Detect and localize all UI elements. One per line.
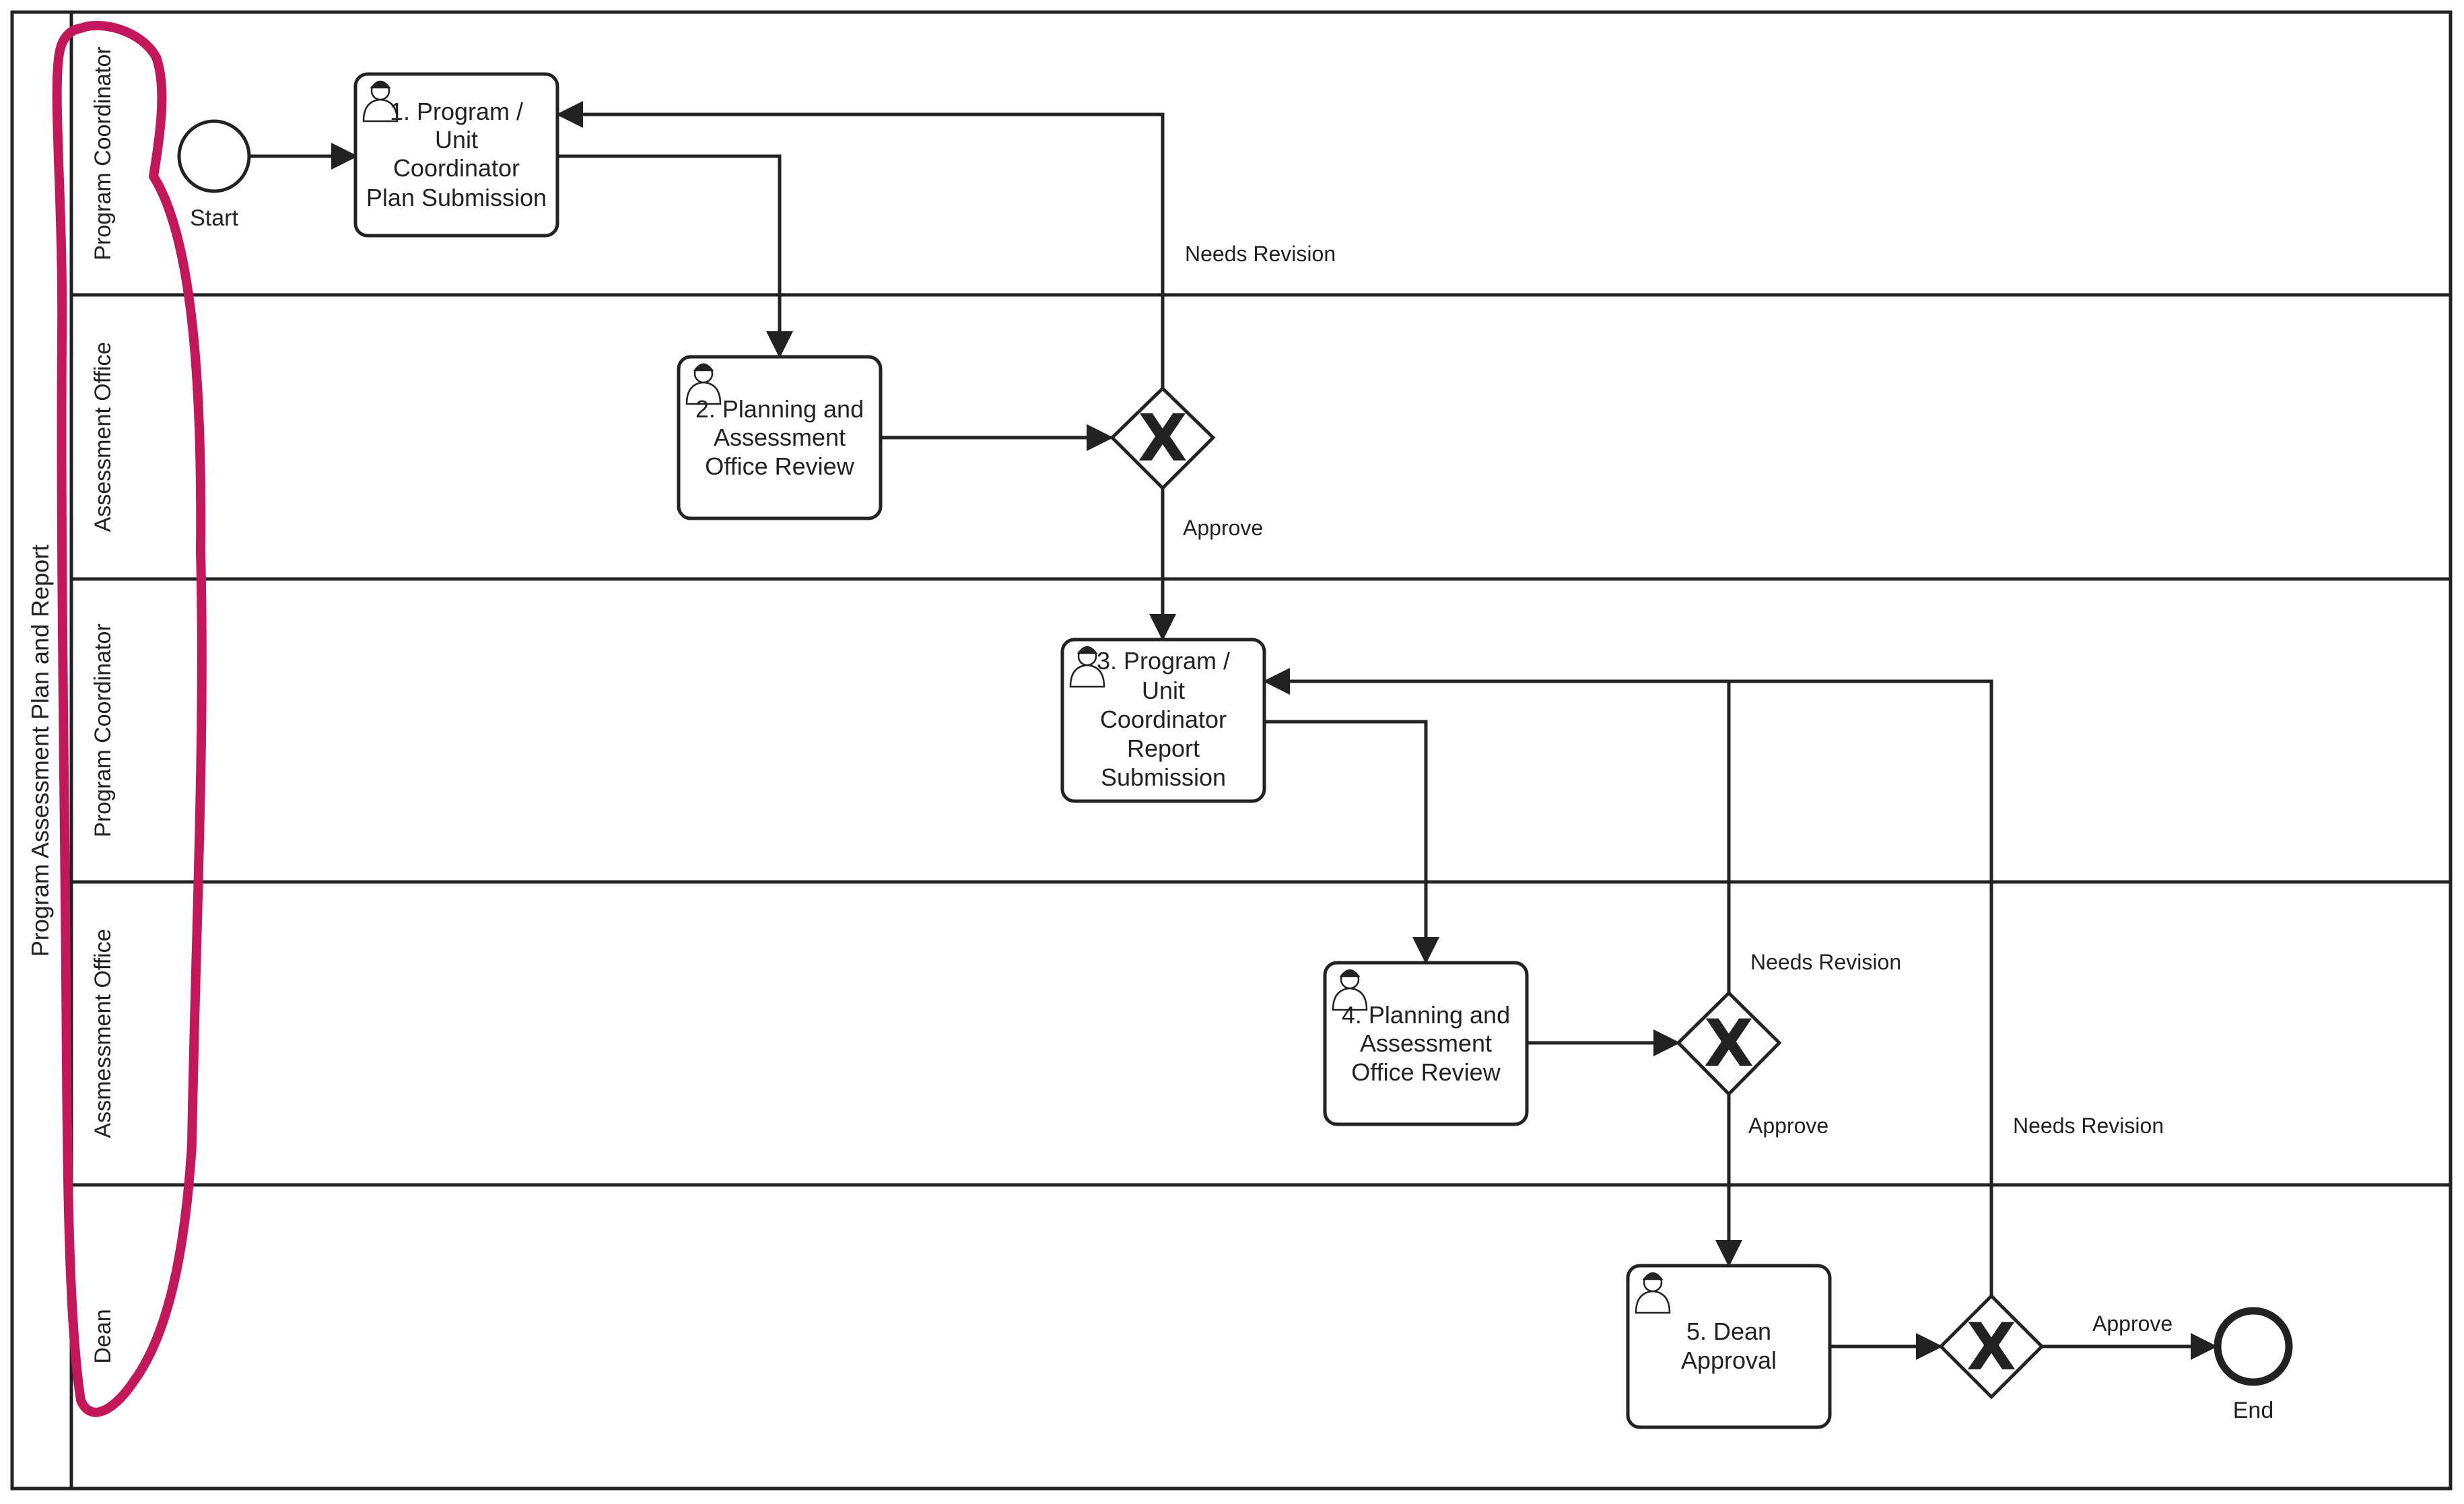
- task-2-line-1: 2. Planning and: [695, 395, 864, 423]
- task-5-line-1: 5. Dean: [1686, 1318, 1771, 1345]
- flow-label-gw1-revision: Needs Revision: [1185, 242, 1336, 266]
- start-event-label: Start: [190, 205, 238, 231]
- task-2: 2. Planning and Assessment Office Review: [677, 355, 883, 520]
- flow-label-gw1-approve: Approve: [1183, 516, 1263, 540]
- lane-labels: Program Coordinator Assessment Office Pr…: [90, 46, 116, 1363]
- lane-label-program-coordinator-1: Program Coordinator: [90, 46, 116, 260]
- task-3-line-4: Report: [1127, 734, 1200, 762]
- user-icon: [1332, 969, 1368, 1011]
- user-icon: [1069, 646, 1105, 688]
- gateway-3-mark: X: [1966, 1309, 2016, 1385]
- flow-label-gw2-approve: Approve: [1748, 1114, 1828, 1138]
- gateway-1-mark: X: [1138, 401, 1188, 476]
- task-1-line-2: Unit: [435, 126, 478, 153]
- task-1-line-1: 1. Program /: [390, 98, 523, 125]
- task-2-line-3: Office Review: [705, 452, 854, 480]
- flow-labels: Needs Revision Approve Needs Revision Ap…: [1183, 242, 2172, 1336]
- task-1: 1. Program / Unit Coordinator Plan Submi…: [353, 72, 559, 238]
- task-5-line-2: Approval: [1681, 1346, 1777, 1374]
- lane-label-dean: Dean: [90, 1309, 116, 1363]
- task-5: 5. Dean Approval: [1626, 1264, 1832, 1429]
- task-3-line-5: Submission: [1101, 763, 1226, 791]
- task-1-line-3: Coordinator: [393, 154, 520, 182]
- lane-label-assessment-office-1: Assessment Office: [90, 342, 116, 533]
- sequence-flows: [250, 101, 2218, 1360]
- lane-label-assessment-office-2: Assmessment Office: [90, 928, 116, 1138]
- task-4-line-2: Assessment: [1360, 1029, 1492, 1057]
- task-3-line-3: Coordinator: [1100, 706, 1227, 733]
- flow-gw3-to-task3: [1729, 679, 1993, 1296]
- gateway-2: X: [1676, 990, 1782, 1097]
- flow-gw2-to-task3: [1263, 668, 1731, 993]
- task-4-line-3: Office Review: [1351, 1058, 1501, 1086]
- flow-label-gw2-revision: Needs Revision: [1750, 950, 1901, 974]
- task-2-line-2: Assessment: [714, 423, 846, 451]
- lane-label-program-coordinator-2: Program Coordinator: [90, 623, 116, 837]
- flow-gw1-to-task1: [556, 101, 1165, 388]
- task-3-line-1: 3. Program /: [1097, 647, 1230, 675]
- end-event: End: [2214, 1307, 2293, 1423]
- gateway-2-mark: X: [1704, 1006, 1754, 1081]
- highlight-annotation: [52, 21, 207, 1417]
- pool-title: Program Assessment Plan and Report: [26, 545, 54, 957]
- flow-task1-to-task2: [557, 154, 793, 358]
- task-4-line-1: 4. Planning and: [1342, 1001, 1510, 1029]
- gateway-3: X: [1938, 1293, 2045, 1400]
- user-icon: [1635, 1272, 1671, 1314]
- gateway-1: X: [1109, 386, 1216, 491]
- flow-label-gw3-revision: Needs Revision: [2013, 1114, 2164, 1138]
- task-4: 4. Planning and Assessment Office Review: [1323, 961, 1529, 1126]
- task-3-line-2: Unit: [1142, 677, 1185, 704]
- flow-task3-to-task4: [1264, 720, 1439, 964]
- task-1-line-4: Plan Submission: [366, 184, 547, 211]
- start-event: Start: [177, 119, 251, 231]
- flow-label-gw3-approve: Approve: [2092, 1311, 2172, 1336]
- task-3: 3. Program / Unit Coordinator Report Sub…: [1060, 638, 1266, 803]
- user-icon: [685, 363, 722, 405]
- lane-dividers: [71, 293, 2451, 1187]
- user-icon: [362, 80, 399, 123]
- end-event-label: End: [2233, 1398, 2274, 1423]
